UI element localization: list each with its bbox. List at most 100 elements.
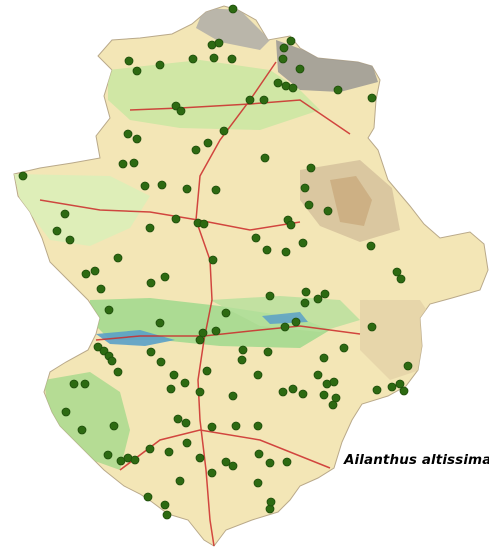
occurrence-dot: [279, 43, 289, 53]
occurrence-dot: [286, 220, 296, 230]
occurrence-dot: [221, 457, 231, 467]
occurrence-dot: [399, 386, 409, 396]
occurrence-dot: [176, 106, 186, 116]
occurrence-dot: [130, 455, 140, 465]
occurrence-dot: [288, 83, 298, 93]
occurrence-dot: [124, 56, 134, 66]
occurrence-dot: [145, 444, 155, 454]
occurrence-dot: [366, 241, 376, 251]
occurrence-dot: [203, 138, 213, 148]
occurrence-dot: [259, 95, 269, 105]
occurrence-dot: [396, 274, 406, 284]
terrain-layers: [14, 8, 440, 470]
occurrence-dot: [251, 233, 261, 243]
occurrence-dot: [263, 347, 273, 357]
occurrence-dot: [392, 267, 402, 277]
road-west-east: [95, 325, 361, 341]
occurrence-dot: [211, 185, 221, 195]
occurrence-dot: [395, 379, 405, 389]
occurrence-dot: [77, 425, 87, 435]
occurrence-dot: [231, 421, 241, 431]
occurrence-dot: [181, 418, 191, 428]
occurrence-dot: [280, 322, 290, 332]
occurrence-dot: [273, 78, 283, 88]
occurrence-dot: [143, 492, 153, 502]
west-lowland: [14, 174, 150, 246]
occurrence-dot: [387, 382, 397, 392]
occurrence-dot: [319, 390, 329, 400]
occurrence-dot: [266, 497, 276, 507]
occurrence-dot: [164, 447, 174, 457]
species-label: Ailanthus altissima: [344, 452, 489, 468]
occurrence-dot: [228, 461, 238, 471]
occurrence-dot: [195, 335, 205, 345]
occurrence-dot: [195, 453, 205, 463]
northeast-mountains: [276, 40, 378, 92]
occurrence-dot: [118, 159, 128, 169]
occurrence-dot: [219, 126, 229, 136]
occurrence-dot: [160, 272, 170, 282]
main-road-north-south: [195, 61, 277, 547]
occurrence-dot: [171, 214, 181, 224]
occurrence-points: [18, 4, 413, 520]
occurrence-dot: [69, 379, 79, 389]
occurrence-dot: [129, 158, 139, 168]
occurrence-dot: [313, 370, 323, 380]
occurrence-dot: [253, 478, 263, 488]
relief-ridge: [330, 176, 372, 226]
occurrence-dot: [61, 407, 71, 417]
occurrence-dot: [80, 379, 90, 389]
occurrence-dot: [103, 450, 113, 460]
occurrence-dot: [202, 366, 212, 376]
southwest-hills: [44, 372, 130, 470]
occurrence-dot: [209, 53, 219, 63]
occurrence-dot: [140, 181, 150, 191]
occurrence-dot: [329, 377, 339, 387]
occurrence-dot: [328, 400, 338, 410]
occurrence-dot: [90, 266, 100, 276]
occurrence-dot: [182, 184, 192, 194]
occurrence-dot: [237, 355, 247, 365]
occurrence-dot: [52, 226, 62, 236]
occurrence-dot: [372, 385, 382, 395]
occurrence-dot: [228, 391, 238, 401]
occurrence-dot: [278, 387, 288, 397]
occurrence-dot: [107, 356, 117, 366]
occurrence-dot: [300, 298, 310, 308]
occurrence-dot: [301, 287, 311, 297]
occurrence-dot: [253, 421, 263, 431]
occurrence-dot: [65, 235, 75, 245]
occurrence-dot: [123, 129, 133, 139]
occurrence-dot: [238, 345, 248, 355]
occurrence-dot: [313, 294, 323, 304]
occurrence-dot: [211, 326, 221, 336]
occurrence-dot: [160, 500, 170, 510]
occurrence-dot: [227, 54, 237, 64]
occurrence-dot: [339, 343, 349, 353]
occurrence-dot: [367, 322, 377, 332]
occurrence-dot: [253, 370, 263, 380]
occurrence-dot: [281, 247, 291, 257]
occurrence-dot: [93, 342, 103, 352]
occurrence-dot: [156, 357, 166, 367]
occurrence-dot: [298, 238, 308, 248]
reservoir-west: [96, 330, 175, 346]
occurrence-dot: [180, 378, 190, 388]
occurrence-dot: [81, 269, 91, 279]
occurrence-dot: [166, 384, 176, 394]
occurrence-dot: [260, 153, 270, 163]
occurrence-dot: [182, 438, 192, 448]
occurrence-dot: [199, 219, 209, 229]
occurrence-dot: [298, 389, 308, 399]
occurrence-dot: [132, 66, 142, 76]
occurrence-dot: [173, 414, 183, 424]
occurrence-dot: [162, 510, 172, 520]
occurrence-dot: [157, 180, 167, 190]
occurrence-dot: [191, 145, 201, 155]
occurrence-dot: [254, 449, 264, 459]
occurrence-dot: [320, 289, 330, 299]
occurrence-dot: [265, 291, 275, 301]
occurrence-dot: [286, 36, 296, 46]
